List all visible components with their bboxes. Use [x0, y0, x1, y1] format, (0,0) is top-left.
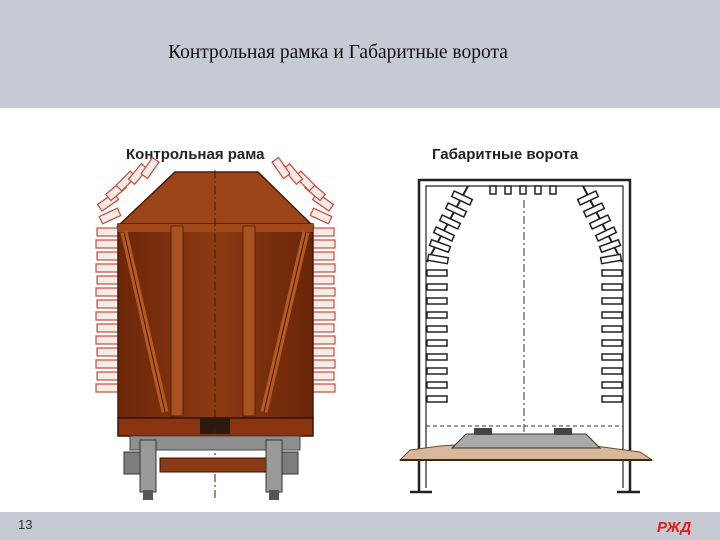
slide-title: Контрольная рамка и Габаритные ворота	[168, 42, 508, 63]
footer-band: 13 РЖД	[0, 512, 720, 540]
gate-top-plates	[489, 185, 557, 195]
gate-left-plates	[426, 185, 474, 403]
diagram-figure: Контрольная рама	[95, 146, 654, 500]
control-frame-figure: Контрольная рама	[95, 146, 336, 500]
track-ballast	[398, 425, 654, 461]
right-figure-caption: Габаритные ворота	[432, 146, 579, 163]
left-figure-caption: Контрольная рама	[126, 146, 265, 163]
page-number: 13	[18, 517, 33, 532]
gate-right-plates	[576, 185, 623, 403]
rzd-logo-icon: РЖД	[657, 519, 691, 536]
gauge-gate-figure: Габаритные ворота	[398, 146, 654, 494]
header-band: Контрольная рамка и Габаритные ворота	[0, 0, 720, 108]
svg-text:РЖД: РЖД	[657, 519, 691, 536]
boxcar-body	[116, 170, 315, 500]
boxcar-bogie	[123, 435, 301, 500]
